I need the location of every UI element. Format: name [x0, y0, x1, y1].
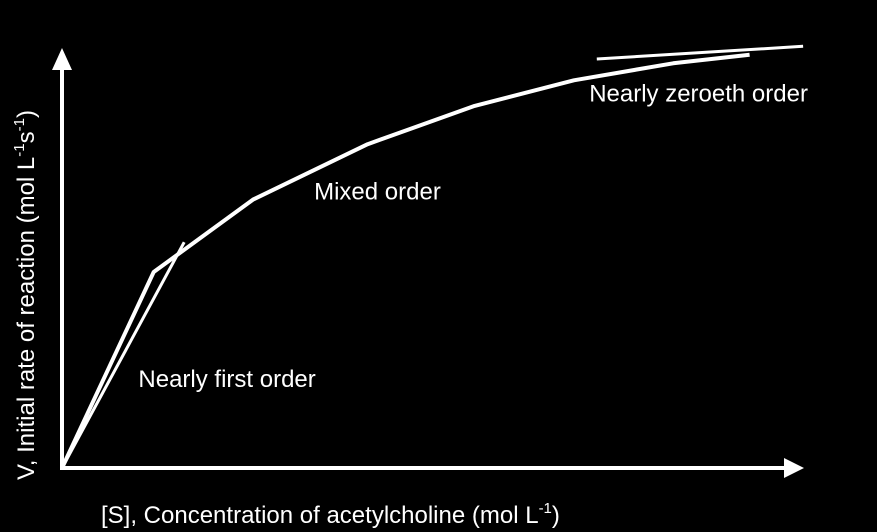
x-axis-label: [S], Concentration of acetylcholine (mol…: [101, 500, 560, 529]
series-layer: [60, 52, 750, 469]
y-axis-label: V, Initial rate of reaction (mol L-1s-1): [11, 110, 40, 480]
series-line-1: [60, 52, 750, 469]
annotation-label-3: Nearly zeroeth order: [589, 81, 808, 108]
tangent-line-1: [60, 241, 186, 469]
axes: [52, 48, 804, 478]
annotation-layer: Nearly first order Mixed order Nearly zero…: [138, 81, 808, 394]
y-axis-arrow-head: [52, 48, 72, 70]
annotation-label-1: Nearly first order: [138, 366, 315, 393]
tangent-line-2: [596, 44, 804, 61]
x-axis-arrow-head: [784, 458, 804, 478]
annotation-label-2: Mixed order: [314, 179, 441, 206]
tangent-layer: [60, 44, 804, 469]
